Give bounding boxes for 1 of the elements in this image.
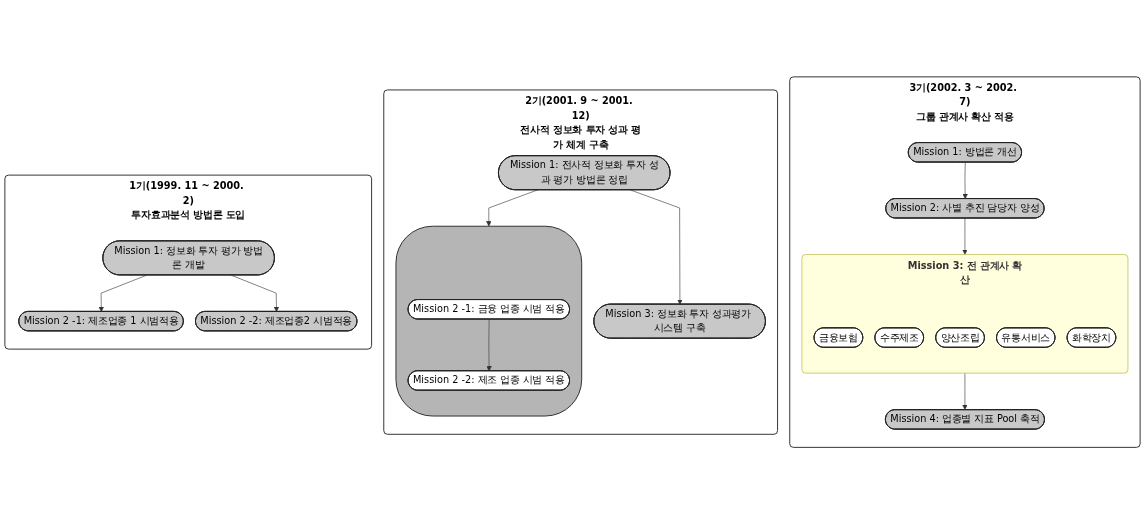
cluster [395, 225, 583, 417]
